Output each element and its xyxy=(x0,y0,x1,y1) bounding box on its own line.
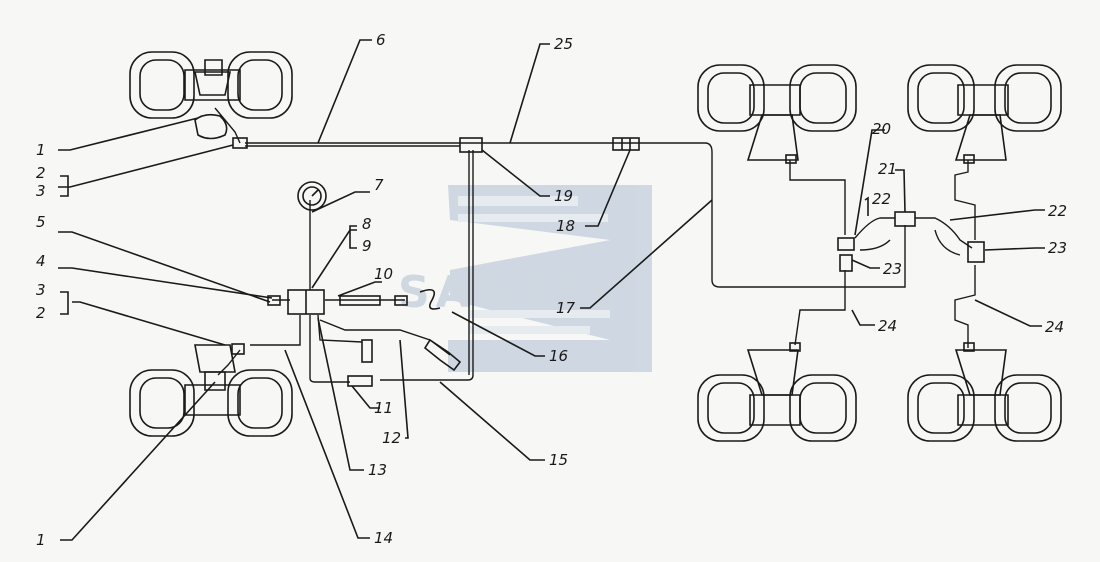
callout-24-left: 24 xyxy=(878,317,897,335)
callout-1-bottom: 1 xyxy=(36,531,46,549)
middle-top-wheel-pair xyxy=(697,64,857,161)
tee-19 xyxy=(459,137,483,153)
leader-lines xyxy=(58,39,1045,541)
watermark-text: SANTAL xyxy=(398,267,625,318)
callout-2-top: 2 xyxy=(36,164,46,182)
callout-2-bottom: 2 xyxy=(36,304,46,322)
callout-16: 16 xyxy=(549,347,568,365)
callout-3-top: 3 xyxy=(36,182,46,200)
callout-22-left: 22 xyxy=(872,190,891,208)
callout-19: 19 xyxy=(554,187,573,205)
rear-top-wheel-pair xyxy=(907,64,1062,161)
callout-17: 17 xyxy=(556,299,576,317)
rear-left-wheel-pair xyxy=(129,344,293,437)
hose-end-16 xyxy=(423,338,462,372)
callout-12: 12 xyxy=(382,429,401,447)
watermark-logo-shape xyxy=(448,185,652,372)
callout-4: 4 xyxy=(36,252,46,270)
coupling-top xyxy=(232,137,248,149)
rear-bottom-wheel-pair xyxy=(907,349,1062,442)
callout-3-bottom: 3 xyxy=(36,281,46,299)
callout-15: 15 xyxy=(549,451,568,469)
callout-10: 10 xyxy=(374,265,393,283)
hose-10 xyxy=(339,295,381,306)
tee-23-left xyxy=(837,237,855,251)
tee-23-right xyxy=(967,241,985,263)
coupling-bottom xyxy=(231,343,245,355)
callout-11: 11 xyxy=(374,399,393,417)
callout-13: 13 xyxy=(368,461,387,479)
valve-20 xyxy=(963,154,975,164)
wheel-valve-top xyxy=(194,113,228,140)
callout-1-top: 1 xyxy=(36,141,46,159)
filter-12 xyxy=(361,339,373,363)
callout-labels: 1 2 3 5 4 3 2 1 6 7 8 9 10 11 12 13 14 1… xyxy=(36,31,1067,549)
front-left-wheel-pair xyxy=(129,51,293,119)
callout-18: 18 xyxy=(556,217,575,235)
valve-24 xyxy=(963,342,975,352)
callout-22-right: 22 xyxy=(1048,202,1067,220)
middle-bottom-wheel-pair xyxy=(697,349,857,442)
callout-8: 8 xyxy=(362,215,372,233)
callout-23-right: 23 xyxy=(1048,239,1067,257)
callout-7: 7 xyxy=(374,176,384,194)
callout-25: 25 xyxy=(554,35,573,53)
callout-24-right: 24 xyxy=(1045,318,1064,336)
pressure-gauge xyxy=(297,181,327,211)
tee-21 xyxy=(894,211,916,227)
valve-23-left xyxy=(839,254,853,272)
callout-21: 21 xyxy=(878,160,897,178)
callout-20: 20 xyxy=(872,120,891,138)
components xyxy=(194,113,985,387)
callout-5: 5 xyxy=(36,213,46,231)
callout-14: 14 xyxy=(374,529,393,547)
callout-9: 9 xyxy=(362,237,372,255)
callout-6: 6 xyxy=(376,31,386,49)
coupling-18 xyxy=(612,137,640,151)
callout-23-left: 23 xyxy=(883,260,902,278)
valve-11 xyxy=(347,375,373,387)
